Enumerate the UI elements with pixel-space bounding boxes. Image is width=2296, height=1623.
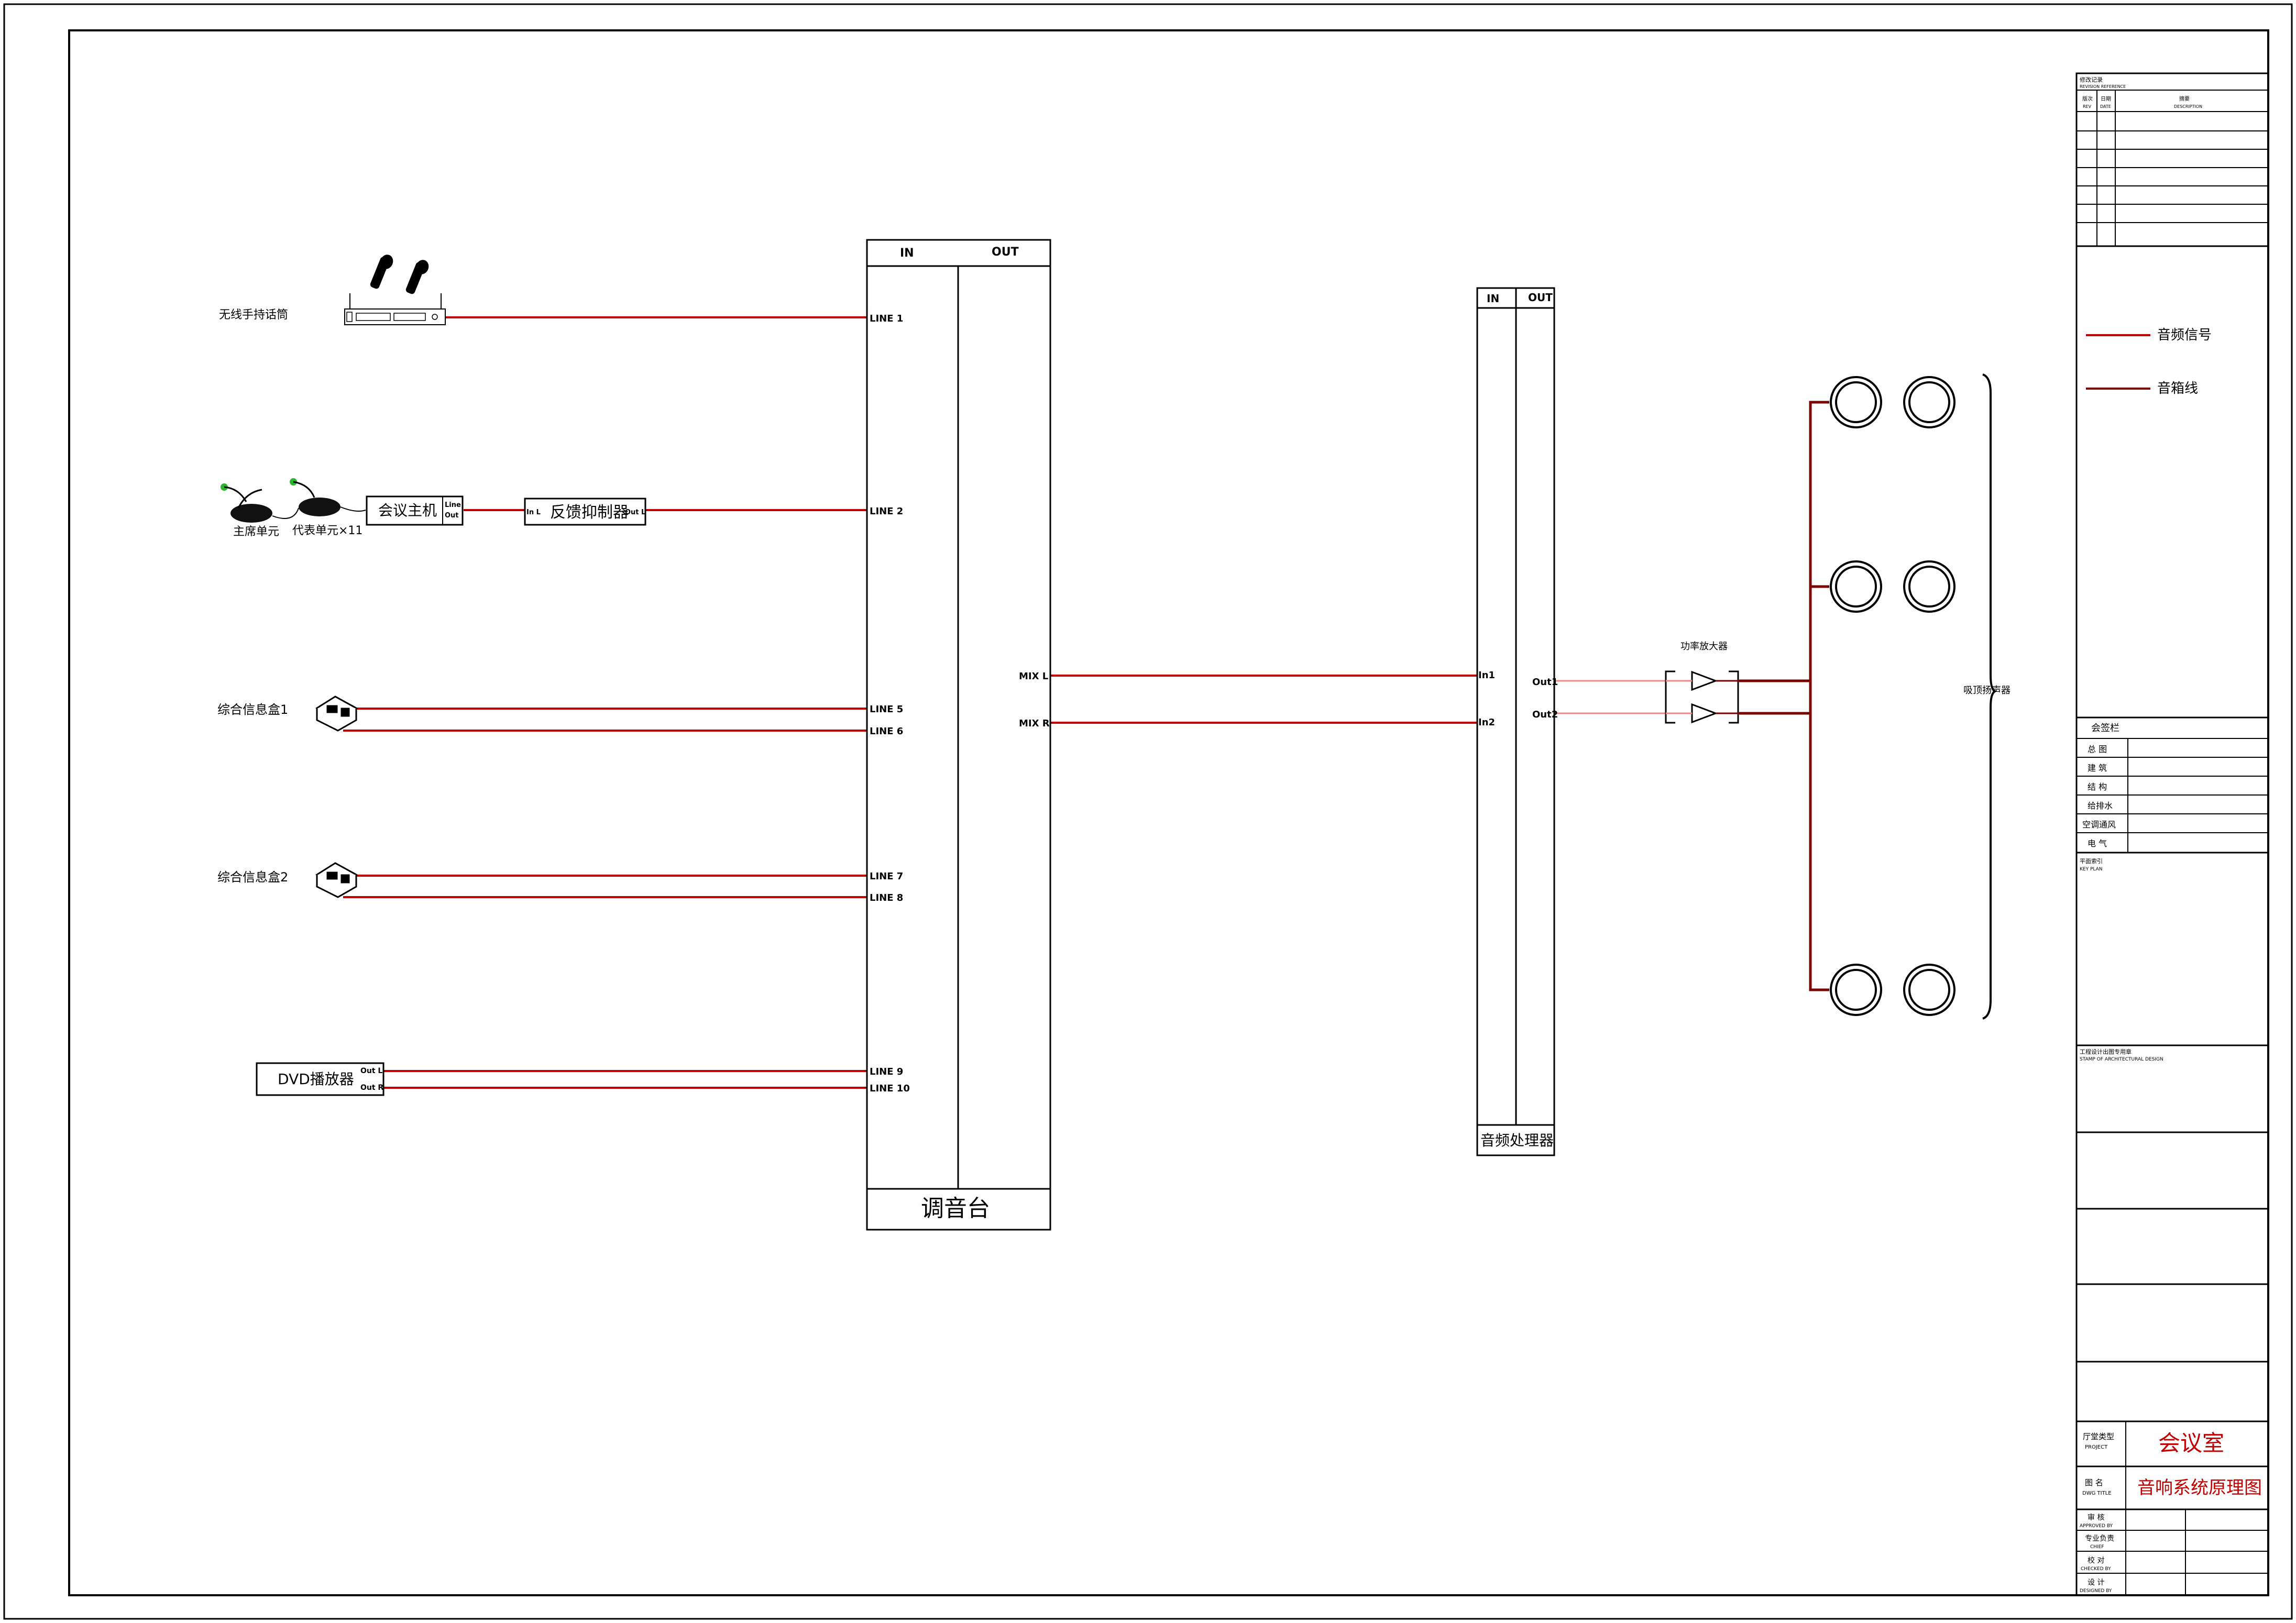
processor-out-header: OUT bbox=[1528, 291, 1553, 304]
processor-in-header: IN bbox=[1487, 292, 1499, 305]
discipline-general: 总 图 bbox=[2088, 744, 2107, 754]
speaker-group-brace bbox=[1982, 373, 1997, 1020]
delegate-unit-label: 代表单元×11 bbox=[292, 524, 362, 537]
designed-label-en: DESIGNED BY bbox=[2080, 1588, 2112, 1594]
feedback-suppressor-label: 反馈抑制器 bbox=[550, 503, 629, 522]
drawing-title-label-en: DWG TITLE bbox=[2082, 1490, 2112, 1496]
legend: 音频信号 音箱线 bbox=[2086, 327, 2212, 396]
discipline-plumbing: 给排水 bbox=[2088, 801, 2113, 811]
speaker-icon bbox=[1903, 560, 1956, 613]
signal-wires bbox=[343, 316, 1477, 1089]
delegate-unit-icon bbox=[272, 478, 366, 519]
checked-label-en: CHECKED BY bbox=[2081, 1566, 2111, 1572]
approved-label-en: APPROVED BY bbox=[2080, 1523, 2113, 1529]
mixer-input-line-1: LINE 1 bbox=[870, 313, 903, 324]
drawing-frame bbox=[68, 29, 2269, 1596]
rev-col-date-en: DATE bbox=[2100, 104, 2111, 109]
approved-label: 审 核 bbox=[2088, 1514, 2104, 1522]
info-box-2-label: 综合信息盒2 bbox=[217, 870, 288, 885]
mixer-input-line-2: LINE 2 bbox=[870, 506, 903, 517]
rev-col-desc: 摘要 bbox=[2179, 95, 2190, 102]
dvd-out-l-port: Out L bbox=[360, 1067, 382, 1075]
key-plan-label: 平面索引 bbox=[2080, 857, 2103, 865]
stamp-label-en: STAMP OF ARCHITECTURAL DESIGN bbox=[2080, 1057, 2163, 1062]
rev-col-desc-en: DESCRIPTION bbox=[2174, 104, 2202, 109]
title-block bbox=[2075, 72, 2269, 1596]
ceiling-speakers bbox=[1830, 376, 1956, 1016]
feedback-suppressor-box: In L 反馈抑制器 Out L bbox=[524, 498, 646, 526]
discipline-electrical: 电 气 bbox=[2088, 838, 2107, 848]
dvd-player-box: DVD播放器 Out L Out R bbox=[256, 1062, 385, 1096]
mixer-out-header: OUT bbox=[992, 246, 1019, 259]
handheld-mic-icon bbox=[370, 255, 429, 294]
discipline-hvac: 空调通风 bbox=[2082, 820, 2116, 830]
speaker-icon bbox=[1903, 964, 1956, 1016]
key-plan-label-en: KEY PLAN bbox=[2080, 867, 2102, 872]
drawing-title-label: 图 名 bbox=[2085, 1478, 2103, 1487]
host-out-port: Out bbox=[445, 512, 459, 520]
mixer-title: 调音台 bbox=[921, 1195, 990, 1222]
chief-label-en: CHIEF bbox=[2090, 1544, 2104, 1550]
speaker-icon bbox=[1830, 964, 1882, 1016]
mixer-in-header: IN bbox=[900, 247, 914, 260]
processor-title: 音频处理器 bbox=[1480, 1132, 1554, 1149]
dvd-out-r-port: Out R bbox=[360, 1084, 383, 1092]
revision-title: 修改记录 bbox=[2080, 76, 2103, 83]
info-box-2-icon bbox=[315, 862, 358, 898]
designed-label: 设 计 bbox=[2088, 1578, 2104, 1587]
chairman-unit-label: 主席单元 bbox=[233, 525, 279, 538]
speakers-label: 吸顶扬声器 bbox=[1963, 685, 2011, 696]
processor-output-2: Out2 bbox=[1532, 709, 1558, 720]
info-box-1-label: 综合信息盒1 bbox=[217, 702, 288, 717]
processor-input-1: In1 bbox=[1478, 670, 1495, 681]
mixer-input-line-9: LINE 9 bbox=[870, 1066, 903, 1077]
fs-out-port: Out L bbox=[625, 509, 645, 516]
speaker-icon bbox=[1830, 560, 1882, 613]
mixer-input-line-6: LINE 6 bbox=[870, 726, 903, 737]
drawing-title-value: 音响系统原理图 bbox=[2137, 1477, 2262, 1498]
stamp-label: 工程设计出图专用章 bbox=[2080, 1048, 2132, 1055]
mixer-output-mix-r: MIX R bbox=[1019, 718, 1050, 729]
project-value: 会议室 bbox=[2158, 1430, 2224, 1456]
chief-label: 专业负责 bbox=[2085, 1534, 2114, 1543]
checked-label: 校 对 bbox=[2088, 1556, 2104, 1565]
mixer-input-line-7: LINE 7 bbox=[870, 871, 903, 882]
amplifier-label: 功率放大器 bbox=[1680, 641, 1728, 652]
mixer-input-line-8: LINE 8 bbox=[870, 892, 903, 903]
processor-to-amp-wires bbox=[1554, 680, 1666, 714]
mixer-input-line-10: LINE 10 bbox=[870, 1083, 910, 1094]
conference-host-box: 会议主机 Line Out bbox=[366, 495, 464, 526]
mixer-block: IN OUT 调音台 LINE 1 LINE 2 LINE 5 LINE 6 L… bbox=[866, 239, 1051, 1231]
host-line-port: Line bbox=[445, 501, 461, 509]
speaker-icon bbox=[1830, 376, 1882, 428]
dvd-player-label: DVD播放器 bbox=[278, 1070, 354, 1088]
speaker-icon bbox=[1903, 376, 1956, 428]
discipline-architecture: 建 筑 bbox=[2088, 763, 2107, 773]
conference-host-label: 会议主机 bbox=[378, 502, 437, 519]
wireless-mic-receiver bbox=[344, 293, 446, 325]
rev-col-no: 版次 bbox=[2082, 95, 2093, 102]
processor-input-2: In2 bbox=[1478, 717, 1495, 728]
wireless-mic-label: 无线手持话筒 bbox=[219, 308, 288, 322]
legend-audio-signal-label: 音频信号 bbox=[2157, 327, 2212, 343]
project-label: 厅堂类型 bbox=[2083, 1432, 2114, 1441]
mixer-output-mix-l: MIX L bbox=[1019, 671, 1048, 682]
discipline-structure: 结 构 bbox=[2088, 782, 2107, 792]
revision-title-en: REVISION REFERENCE bbox=[2080, 84, 2126, 89]
power-amplifier bbox=[1665, 670, 1739, 724]
project-label-en: PROJECT bbox=[2085, 1444, 2108, 1450]
rev-col-date: 日期 bbox=[2101, 96, 2111, 102]
info-box-1-icon bbox=[315, 695, 358, 732]
countersign-title: 会签栏 bbox=[2091, 723, 2119, 734]
speaker-wires bbox=[1739, 401, 1829, 991]
outer-frame bbox=[3, 3, 2293, 1620]
processor-output-1: Out1 bbox=[1532, 677, 1558, 688]
legend-speaker-wire-label: 音箱线 bbox=[2157, 381, 2198, 396]
mixer-input-line-5: LINE 5 bbox=[870, 704, 903, 715]
rev-col-no-en: REV bbox=[2083, 104, 2092, 109]
fs-in-port: In L bbox=[526, 509, 541, 516]
audio-processor-block: IN OUT 音频处理器 In1 In2 Out1 Out2 bbox=[1476, 287, 1558, 1156]
chairman-unit-icon bbox=[221, 483, 272, 523]
